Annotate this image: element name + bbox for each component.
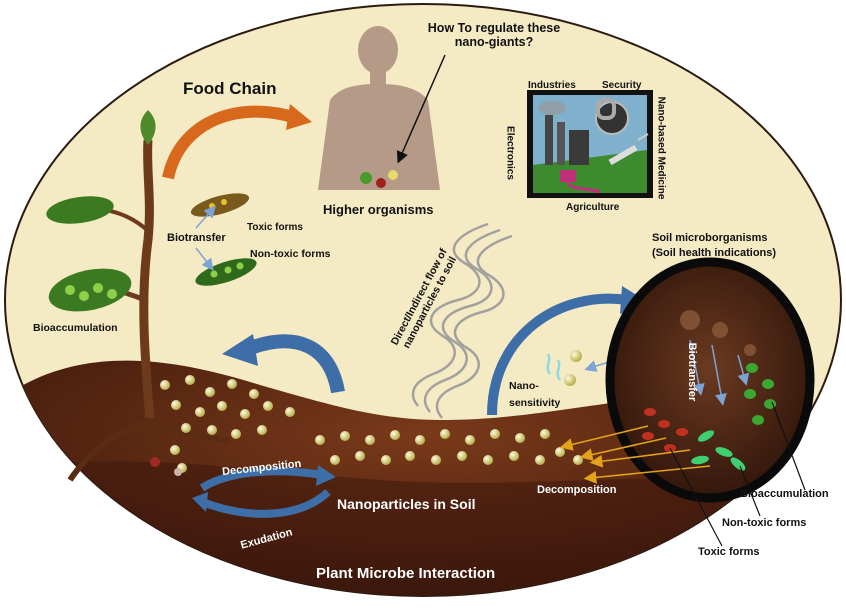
industries-label: Industries	[528, 80, 576, 91]
plant-bioaccumulation-label: Bioaccumulation	[33, 323, 118, 335]
plant-microbe-interaction-label: Plant Microbe Interaction	[316, 566, 495, 583]
nanoparticles-in-soil-label: Nanoparticles in Soil	[337, 497, 475, 512]
food-chain-label: Food Chain	[183, 80, 276, 99]
plant-non-toxic-forms-label: Non-toxic forms	[250, 249, 331, 261]
microbe-toxic-forms-label: Toxic forms	[698, 546, 760, 558]
sensitivity-label: sensitivity	[509, 398, 560, 410]
plant-toxic-forms-label: Toxic forms	[247, 222, 303, 233]
microbe-non-toxic-forms-label: Non-toxic forms	[722, 517, 806, 529]
microbe-biotransfer-label: Biotransfer	[686, 343, 698, 402]
decomposition-right-label: Decomposition	[537, 484, 616, 496]
microbe-bioaccumulation-label: Bioaccumulation	[740, 488, 829, 500]
nano-label: Nano-	[509, 381, 539, 393]
soil-health-label: (Soil health indications)	[652, 247, 776, 259]
regulate-question-label: How To regulate these nano-giants?	[416, 22, 572, 50]
electronics-label: Electronics	[505, 126, 516, 180]
soil-microorganisms-label: Soil microborganisms	[652, 232, 768, 244]
higher-organisms-label: Higher organisms	[323, 203, 434, 217]
plant-biotransfer-label: Biotransfer	[167, 232, 226, 244]
nano-medicine-label: Nano-based Medicine	[656, 97, 667, 200]
soil-microbe-zoom	[610, 262, 810, 498]
agriculture-label: Agriculture	[566, 202, 619, 213]
security-label: Security	[602, 80, 641, 91]
applications-panel	[527, 90, 653, 198]
